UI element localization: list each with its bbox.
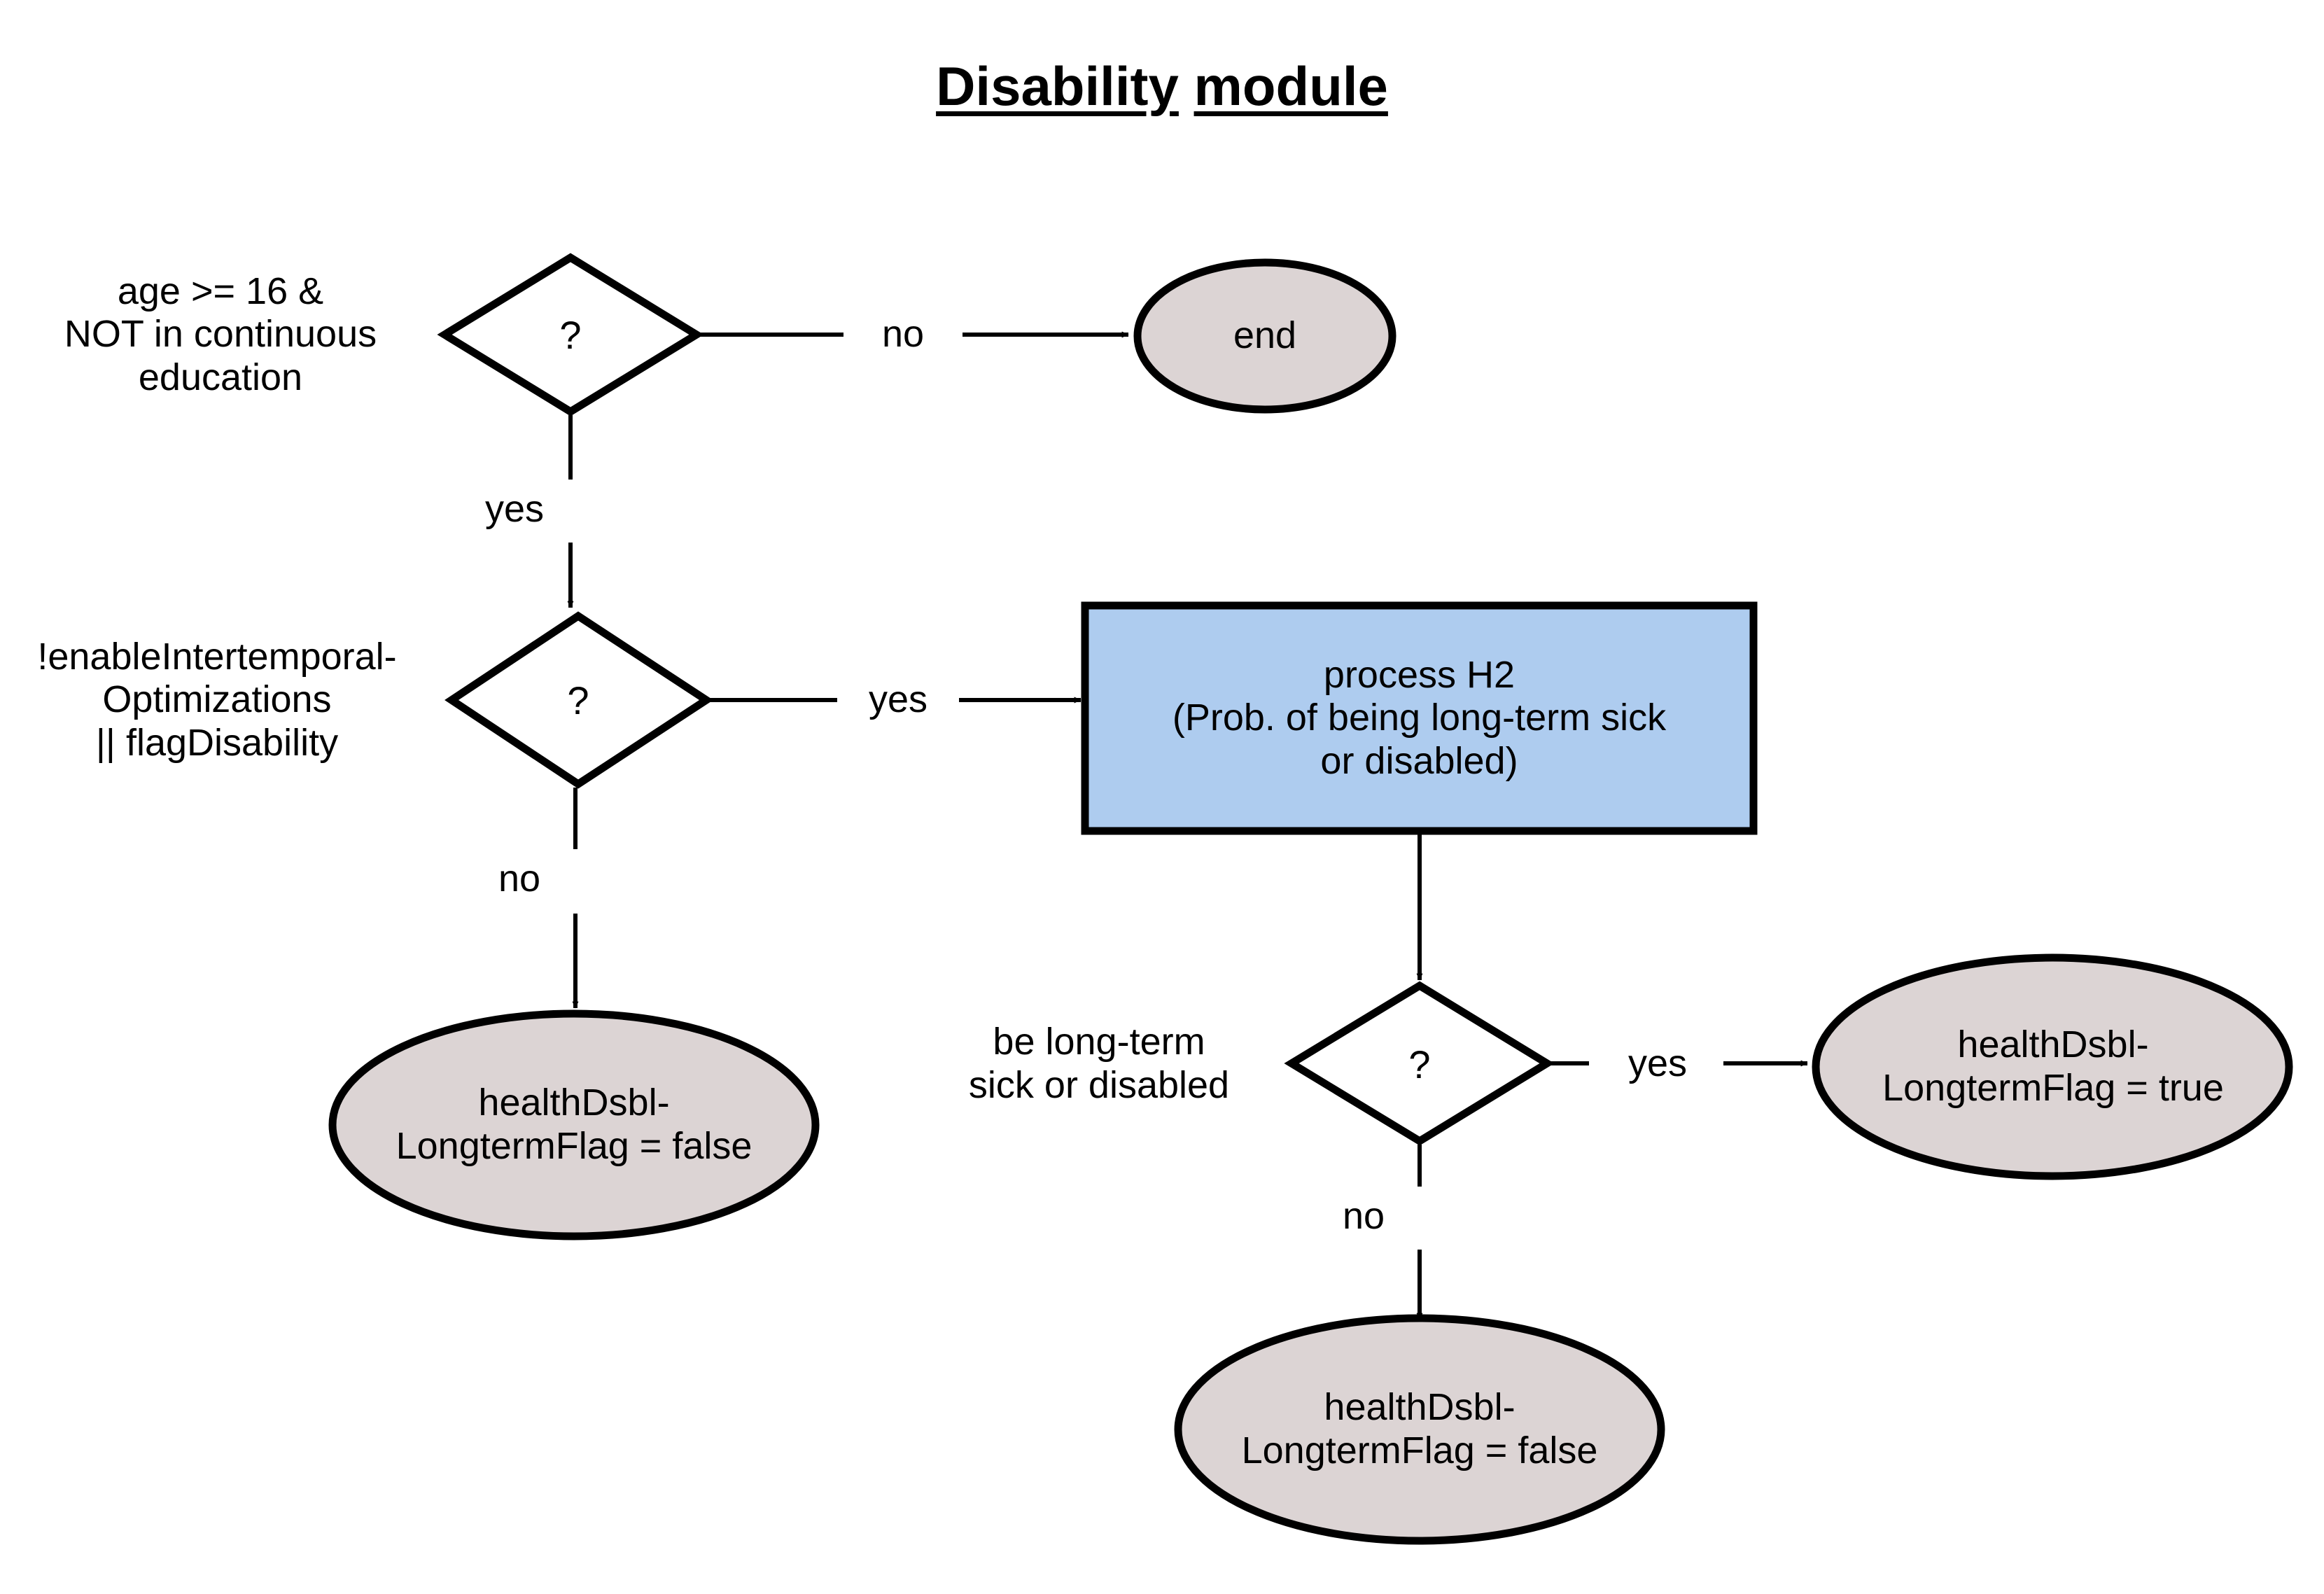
edge-label-flag-no: no: [498, 858, 541, 900]
decision-age-condition-label: age >= 16 & NOT in continuous education: [64, 270, 377, 398]
flag-false-left-label: healthDsbl- LongtermFlag = false: [396, 1082, 752, 1167]
page-title-word-1: Disability: [936, 55, 1179, 117]
decision-flag-diamond[interactable]: [444, 611, 714, 789]
decision-flag-condition-label: !enableIntertemporal- Optimizations || f…: [37, 635, 397, 764]
flag-false-left-ellipse[interactable]: [328, 1009, 820, 1240]
decision-flag-question-mark: ?: [567, 678, 589, 722]
edge-label-flag-yes: yes: [868, 678, 928, 721]
page-title-word-2: module: [1194, 55, 1388, 117]
edge-label-age-no: no: [881, 313, 925, 356]
flag-true-right-ellipse[interactable]: [1812, 953, 2293, 1180]
decision-age-question-mark: ?: [559, 312, 582, 357]
end-node-ellipse[interactable]: [1133, 258, 1396, 414]
page-title: Disability module: [0, 55, 2324, 118]
flag-false-bottom-ellipse[interactable]: [1174, 1314, 1665, 1545]
end-node-label: end: [1233, 314, 1297, 357]
process-h2-label: process H2 (Prob. of being long-term sic…: [1172, 653, 1667, 782]
flag-false-bottom-label: healthDsbl- LongtermFlag = false: [1241, 1386, 1598, 1471]
decision-longterm-question-mark: ?: [1408, 1042, 1431, 1086]
decision-longterm-condition-label: be long-term sick or disabled: [968, 1021, 1230, 1106]
flag-true-right-label: healthDsbl- LongtermFlag = true: [1882, 1023, 2224, 1109]
edge-label-longterm-yes: yes: [1628, 1042, 1688, 1085]
decision-longterm-diamond[interactable]: [1284, 981, 1555, 1146]
edge-label-age-yes: yes: [484, 488, 545, 531]
process-h2-box[interactable]: [1081, 601, 1758, 835]
decision-age-diamond[interactable]: [437, 253, 704, 417]
edge-label-longterm-no: no: [1342, 1195, 1385, 1238]
